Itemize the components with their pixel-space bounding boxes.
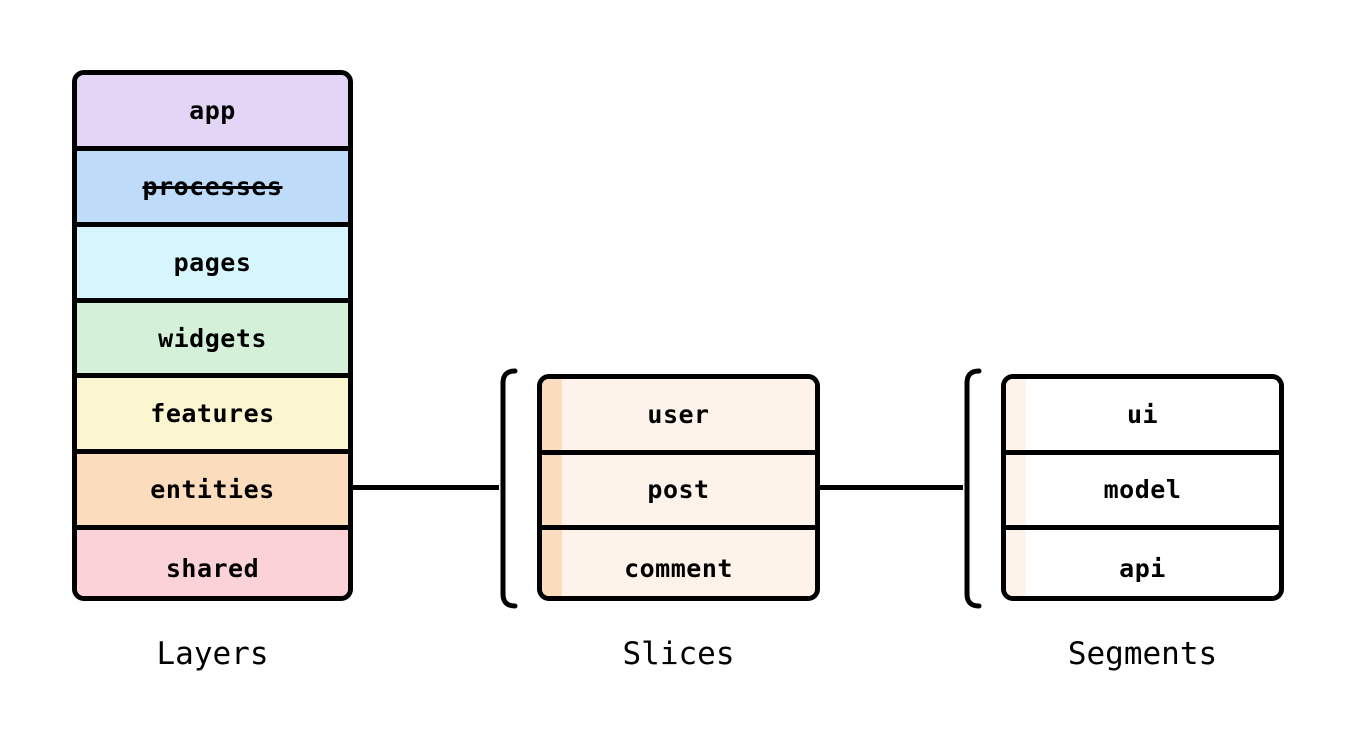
slice-row-comment[interactable]: comment bbox=[542, 530, 815, 596]
layer-label-features: features bbox=[150, 399, 275, 429]
slice-label-post: post bbox=[647, 475, 710, 505]
segment-row-api[interactable]: api bbox=[1006, 530, 1279, 596]
layer-row-pages[interactable]: pages bbox=[77, 226, 348, 303]
layer-row-shared[interactable]: shared bbox=[77, 530, 348, 596]
layers-caption: Layers bbox=[156, 636, 269, 672]
slice-row-user[interactable]: user bbox=[542, 379, 815, 455]
layer-row-processes[interactable]: processes bbox=[77, 150, 348, 227]
slice-accent-stripe bbox=[542, 530, 562, 596]
segment-accent-stripe bbox=[1006, 454, 1026, 526]
layer-label-pages: pages bbox=[173, 247, 252, 277]
layer-label-shared: shared bbox=[165, 553, 260, 583]
segment-row-ui[interactable]: ui bbox=[1006, 379, 1279, 455]
segment-accent-stripe bbox=[1006, 379, 1026, 450]
slice-accent-stripe bbox=[542, 379, 562, 450]
layer-label-entities: entities bbox=[150, 475, 275, 505]
segment-row-model[interactable]: model bbox=[1006, 454, 1279, 531]
slice-label-user: user bbox=[647, 399, 710, 429]
slice-label-comment: comment bbox=[624, 553, 733, 583]
slice-row-post[interactable]: post bbox=[542, 454, 815, 531]
layer-label-app: app bbox=[189, 95, 236, 125]
segment-accent-stripe bbox=[1006, 530, 1026, 596]
layer-row-app[interactable]: app bbox=[77, 75, 348, 151]
layer-row-widgets[interactable]: widgets bbox=[77, 302, 348, 379]
connector-layers-to-slices bbox=[353, 485, 499, 490]
layer-label-processes: processes bbox=[142, 171, 283, 201]
slices-group: user post comment bbox=[537, 374, 820, 601]
layers-group: app processes pages widgets features ent… bbox=[72, 70, 353, 601]
slices-caption: Slices bbox=[622, 636, 735, 672]
segment-label-ui: ui bbox=[1126, 399, 1159, 429]
layer-label-widgets: widgets bbox=[158, 323, 267, 353]
layer-row-entities[interactable]: entities bbox=[77, 454, 348, 531]
layer-row-features[interactable]: features bbox=[77, 378, 348, 455]
connector-slices-to-segments bbox=[820, 485, 963, 490]
slices-bracket-icon bbox=[500, 368, 518, 609]
segment-label-model: model bbox=[1103, 475, 1182, 505]
segments-caption: Segments bbox=[1067, 636, 1218, 672]
segments-bracket-icon bbox=[964, 368, 982, 609]
segments-group: ui model api bbox=[1001, 374, 1284, 601]
slice-accent-stripe bbox=[542, 454, 562, 526]
segment-label-api: api bbox=[1119, 553, 1166, 583]
